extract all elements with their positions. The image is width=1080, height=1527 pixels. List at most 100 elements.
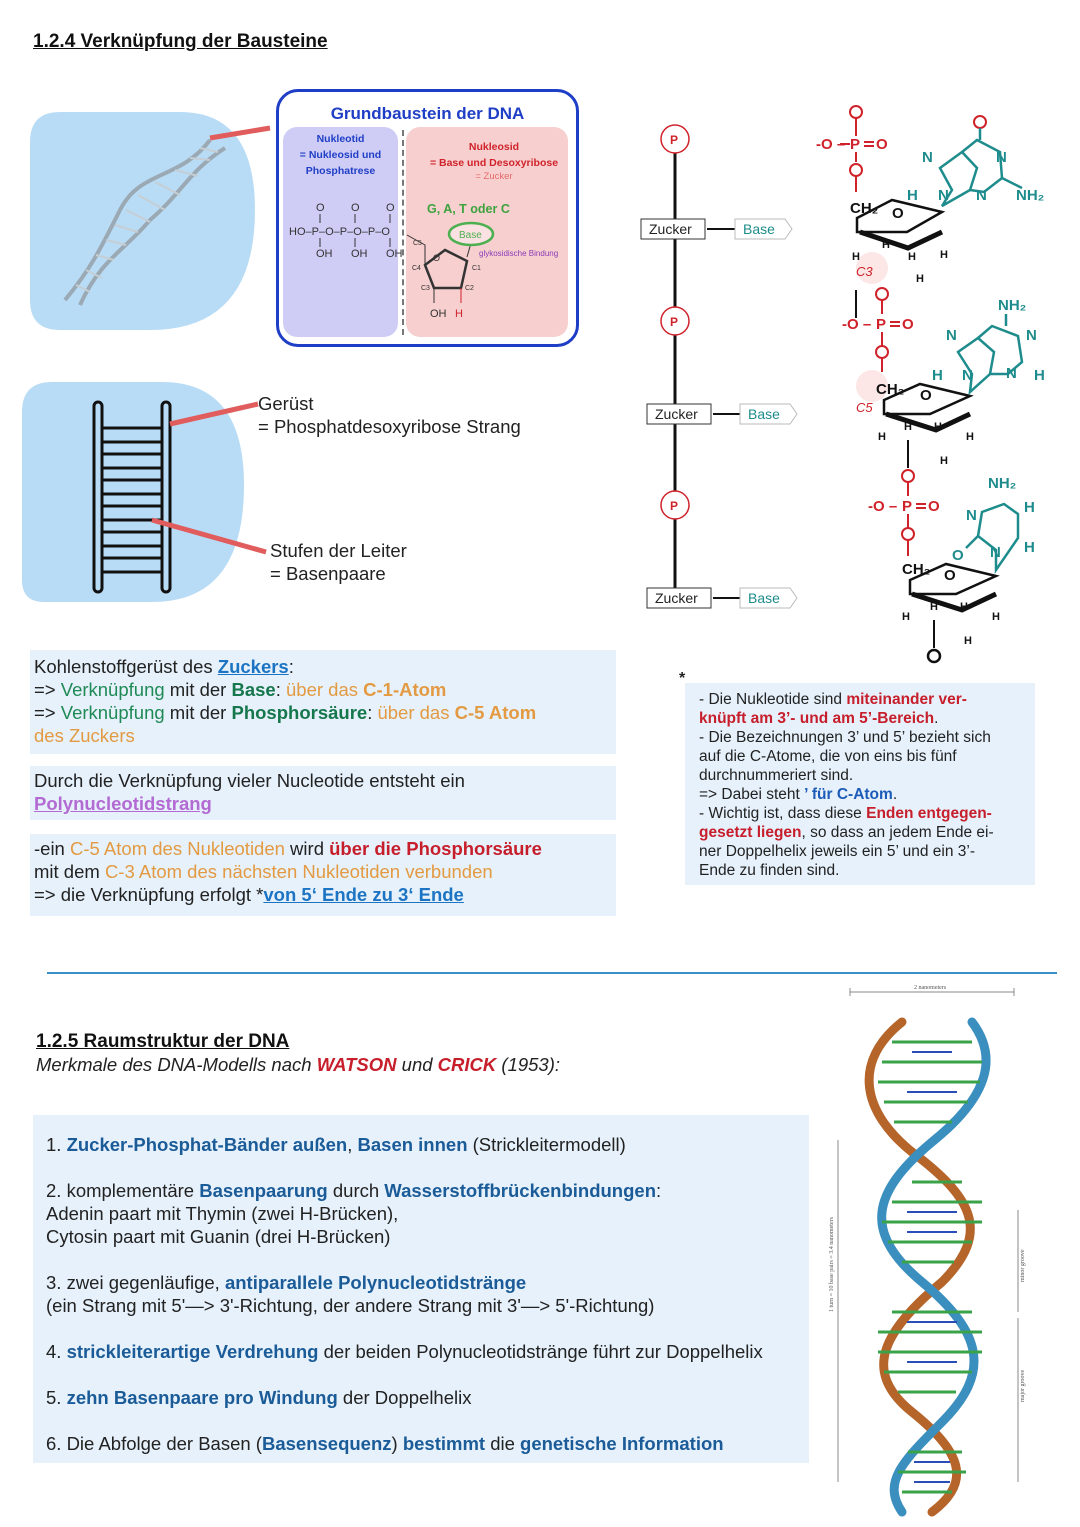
merkmal-3: 3. zwei gegenläufige, antiparallele Poly…: [46, 1271, 763, 1294]
box2-l1: Durch die Verknüpfung vieler Nucleotide …: [34, 769, 465, 792]
section-divider: [47, 972, 1057, 974]
glykosidische-bindung: glykosidische Bindung: [479, 249, 558, 258]
c1-label: C1: [472, 265, 481, 272]
nukleotid-def2: Phosphatrese: [283, 163, 398, 179]
m4b: strickleiterartige Verdrehung: [67, 1341, 319, 1362]
merkmal-4: 4. strickleiterartige Verdrehung der bei…: [46, 1340, 763, 1363]
svg-text:-O –: -O –: [816, 136, 845, 153]
svg-text:H: H: [1024, 499, 1035, 516]
svg-text:N: N: [946, 327, 957, 344]
nukleosid-label-group: Nukleosid = Base und Desoxyribose = Zuck…: [420, 139, 568, 183]
zucker-link[interactable]: Zuckers: [218, 656, 289, 677]
base-2: Base: [748, 406, 780, 422]
major-groove-label: major groove: [1020, 1370, 1026, 1402]
polynucleotid-chain: P Zucker Base P Zucker Base P Zucker Bas…: [630, 120, 810, 620]
watson: WATSON: [317, 1054, 397, 1075]
svg-text:O: O: [876, 136, 888, 153]
svg-text:H: H: [852, 251, 860, 263]
merkmal-6: 6. Die Abfolge der Basen (Basensequenz) …: [46, 1432, 763, 1455]
box3-l3a: => die Verknüpfung erfolgt *: [34, 884, 263, 905]
base-1: Base: [743, 221, 775, 237]
m6f: genetische Information: [520, 1433, 724, 1454]
direction-link[interactable]: von 5‘ Ende zu 3‘ Ende: [263, 884, 463, 905]
box1-l3a: =>: [34, 702, 61, 723]
ladder-illustration: [22, 380, 272, 605]
subtitle-year: (1953):: [496, 1054, 560, 1075]
c3-marker: C3: [856, 264, 873, 279]
m6b: Basensequenz: [262, 1433, 392, 1454]
phosphate-p-3: P: [670, 499, 678, 513]
svg-text:-O –: -O –: [842, 316, 871, 333]
nukleotid-label-group: Nukleotid = Nukleosid und Phosphatrese: [283, 131, 398, 179]
minor-groove-label: minor groove: [1020, 1249, 1026, 1282]
c2-label: C2: [465, 285, 474, 292]
note-n3: - Die Bezeichnungen 3’ und 5’ bezieht si…: [699, 728, 994, 747]
turn-label: 1 turn = 10 base pairs = 3.4 nanometers: [829, 1216, 835, 1312]
chain-unit-1: P Zucker Base: [641, 125, 792, 239]
zucker-3: Zucker: [655, 590, 698, 606]
svg-text:H: H: [960, 601, 968, 613]
svg-text:N: N: [1026, 327, 1037, 344]
nukleotid-def1: = Nukleosid und: [283, 147, 398, 163]
svg-text:O: O: [316, 202, 325, 214]
svg-text:O: O: [386, 202, 395, 214]
note-n7a: - Wichtig ist, dass diese: [699, 805, 866, 822]
box3-l1b: C-5 Atom des Nukleotiden: [70, 838, 285, 859]
m2d: Wasserstoffbrückenbindungen: [384, 1180, 656, 1201]
nukleotid-label: Nukleotid: [283, 131, 398, 147]
m1e: (Strickleitermodell): [468, 1134, 626, 1155]
box3-l1a: -ein: [34, 838, 70, 859]
svg-text:N: N: [962, 367, 973, 384]
svg-text:O: O: [892, 205, 904, 222]
svg-text:H: H: [940, 455, 948, 467]
m2c: durch: [328, 1180, 385, 1201]
m2a: 2. komplementäre: [46, 1180, 199, 1201]
oh-1: OH: [316, 248, 333, 260]
box1-l1c: :: [289, 656, 294, 677]
box1-l2d: Base: [231, 679, 275, 700]
box1-l3d: Phosphorsäure: [231, 702, 367, 723]
phosphate-p-1: P: [670, 133, 678, 147]
note-n5: durchnummeriert sind.: [699, 766, 994, 785]
ch2-2: CH₂: [876, 381, 904, 398]
svg-text:P: P: [876, 316, 886, 333]
base-3: Base: [748, 590, 780, 606]
note-n1a: - Die Nukleotide sind: [699, 691, 846, 708]
box3-l1c: wird: [285, 838, 329, 859]
box1-l2b: Verknüpfung: [61, 679, 165, 700]
svg-text:O: O: [920, 387, 932, 404]
box3-l1d: über die Phosphorsäure: [329, 838, 542, 859]
m3b: antiparallele Polynucleotidstränge: [225, 1272, 526, 1293]
ch2-3: CH₂: [902, 561, 930, 578]
svg-text:H: H: [966, 431, 974, 443]
m6e: die: [485, 1433, 520, 1454]
subtitle-und: und: [397, 1054, 438, 1075]
double-helix-model: 2 nanometers 1 turn = 10 base pairs = 3.…: [822, 982, 1042, 1522]
width-label: 2 nanometers: [914, 985, 947, 991]
box1-l2a: =>: [34, 679, 61, 700]
svg-text:H: H: [908, 251, 916, 263]
nukleotid-structure: OOO HO–P–O–P–O–P–O OH OH OH C5 C4 C3 C2 …: [283, 195, 573, 325]
note-n6a: => Dabei steht: [699, 786, 804, 803]
m5a: 5.: [46, 1387, 67, 1408]
svg-text:H: H: [930, 601, 938, 613]
oh-sugar: OH: [430, 308, 447, 320]
svg-text:O: O: [952, 547, 964, 564]
svg-text:H: H: [882, 239, 890, 251]
m5b: zehn Basenpaare pro Windung: [67, 1387, 338, 1408]
box1-l3b: Verknüpfung: [61, 702, 165, 723]
merkmal-5: 5. zehn Basenpaare pro Windung der Doppe…: [46, 1386, 763, 1409]
svg-text:N: N: [996, 149, 1007, 166]
svg-text:H: H: [1034, 367, 1045, 384]
stufen-label: Stufen der Leiter: [270, 539, 407, 562]
note-n4: auf die C-Atome, die von eins bis fünf: [699, 747, 994, 766]
m2g: Cytosin paart mit Guanin (drei H-Brücken…: [46, 1225, 763, 1248]
m4c: der beiden Polynucleotidstränge führt zu…: [318, 1341, 762, 1362]
box1-l3g: C-5 Atom: [455, 702, 537, 723]
section-title-2: 1.2.5 Raumstruktur der DNA: [36, 1031, 289, 1053]
svg-text:O: O: [351, 202, 360, 214]
box1-l3c: mit der: [165, 702, 232, 723]
note-n8a: gesetzt liegen: [699, 824, 802, 841]
polynucleotidstrang-link[interactable]: Polynucleotidstrang: [34, 792, 465, 815]
